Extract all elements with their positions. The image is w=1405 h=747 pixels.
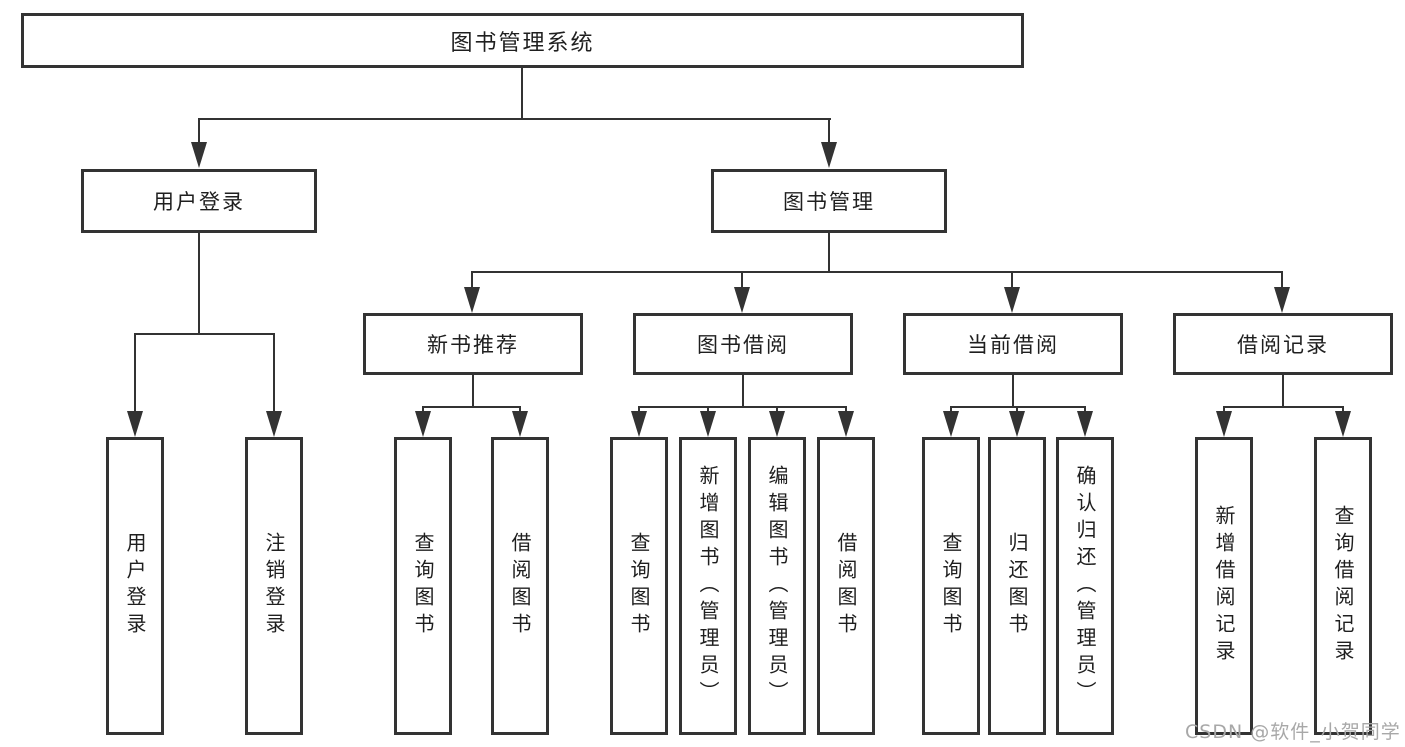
connector-line: [422, 406, 521, 408]
arrow-down-icon: [191, 142, 207, 168]
arrow-down-icon: [1274, 287, 1290, 313]
connector-line: [521, 68, 523, 120]
arrow-down-icon: [415, 411, 431, 437]
node-label: 图书借阅: [697, 333, 789, 357]
node-label: 用户登录: [153, 190, 245, 214]
node-label: 新书推荐: [427, 333, 519, 357]
leaf-query-borrow-record: 查询借阅记录: [1314, 437, 1372, 735]
connector-line: [471, 273, 473, 291]
connector-line: [828, 120, 830, 146]
arrow-down-icon: [821, 142, 837, 168]
connector-line: [742, 375, 744, 407]
arrow-down-icon: [631, 411, 647, 437]
node-label: 图书管理系统: [450, 30, 595, 56]
node-label: 注销登录: [262, 532, 286, 640]
connector-line: [134, 333, 275, 335]
node-label: 查询图书: [627, 532, 651, 640]
node-label: 归还图书: [1005, 532, 1029, 640]
node-borrowing-records: 借阅记录: [1173, 313, 1393, 375]
connector-line: [1011, 273, 1013, 291]
connector-line: [638, 406, 847, 408]
connector-line: [198, 120, 200, 146]
connector-line: [471, 271, 1283, 273]
node-current-borrowing: 当前借阅: [903, 313, 1123, 375]
connector-line: [1281, 273, 1283, 291]
leaf-return-books: 归还图书: [988, 437, 1046, 735]
connector-line: [828, 233, 830, 273]
node-label: 新增图书（管理员）: [696, 464, 720, 708]
arrow-down-icon: [769, 411, 785, 437]
leaf-query-books-2: 查询图书: [610, 437, 668, 735]
connector-line: [472, 375, 474, 407]
connector-line: [273, 335, 275, 413]
node-label: 当前借阅: [967, 333, 1059, 357]
arrow-down-icon: [464, 287, 480, 313]
arrow-down-icon: [838, 411, 854, 437]
arrow-down-icon: [734, 287, 750, 313]
node-label: 借阅图书: [834, 532, 858, 640]
arrow-down-icon: [266, 411, 282, 437]
leaf-query-books-1: 查询图书: [394, 437, 452, 735]
leaf-add-borrow-record: 新增借阅记录: [1195, 437, 1253, 735]
leaf-logout: 注销登录: [245, 437, 303, 735]
arrow-down-icon: [1004, 287, 1020, 313]
node-new-book-recommendation: 新书推荐: [363, 313, 583, 375]
node-library-management-system: 图书管理系统: [21, 13, 1024, 68]
connector-line: [1282, 375, 1284, 407]
connector-line: [198, 233, 200, 335]
node-book-borrowing: 图书借阅: [633, 313, 853, 375]
connector-line: [134, 335, 136, 413]
arrow-down-icon: [943, 411, 959, 437]
leaf-edit-books-admin: 编辑图书（管理员）: [748, 437, 806, 735]
leaf-add-books-admin: 新增图书（管理员）: [679, 437, 737, 735]
leaf-user-login: 用户登录: [106, 437, 164, 735]
node-label: 借阅记录: [1237, 333, 1329, 357]
connector-line: [1223, 406, 1344, 408]
node-label: 确认归还（管理员）: [1073, 464, 1097, 708]
connector-line: [198, 118, 831, 120]
arrow-down-icon: [127, 411, 143, 437]
arrow-down-icon: [700, 411, 716, 437]
node-user-login: 用户登录: [81, 169, 317, 233]
connector-line: [741, 273, 743, 291]
node-label: 新增借阅记录: [1212, 505, 1236, 667]
connector-line: [950, 406, 1086, 408]
node-label: 借阅图书: [508, 532, 532, 640]
arrow-down-icon: [512, 411, 528, 437]
arrow-down-icon: [1335, 411, 1351, 437]
connector-line: [1012, 375, 1014, 407]
leaf-confirm-return-admin: 确认归还（管理员）: [1056, 437, 1114, 735]
arrow-down-icon: [1077, 411, 1093, 437]
node-label: 用户登录: [123, 532, 147, 640]
node-label: 编辑图书（管理员）: [765, 464, 789, 708]
node-label: 查询图书: [939, 532, 963, 640]
arrow-down-icon: [1216, 411, 1232, 437]
leaf-borrow-books-1: 借阅图书: [491, 437, 549, 735]
leaf-borrow-books-2: 借阅图书: [817, 437, 875, 735]
watermark: CSDN @软件_小贺同学: [1185, 721, 1401, 743]
node-label: 查询图书: [411, 532, 435, 640]
node-book-management: 图书管理: [711, 169, 947, 233]
node-label: 图书管理: [783, 190, 875, 214]
arrow-down-icon: [1009, 411, 1025, 437]
node-label: 查询借阅记录: [1331, 505, 1355, 667]
leaf-query-books-3: 查询图书: [922, 437, 980, 735]
